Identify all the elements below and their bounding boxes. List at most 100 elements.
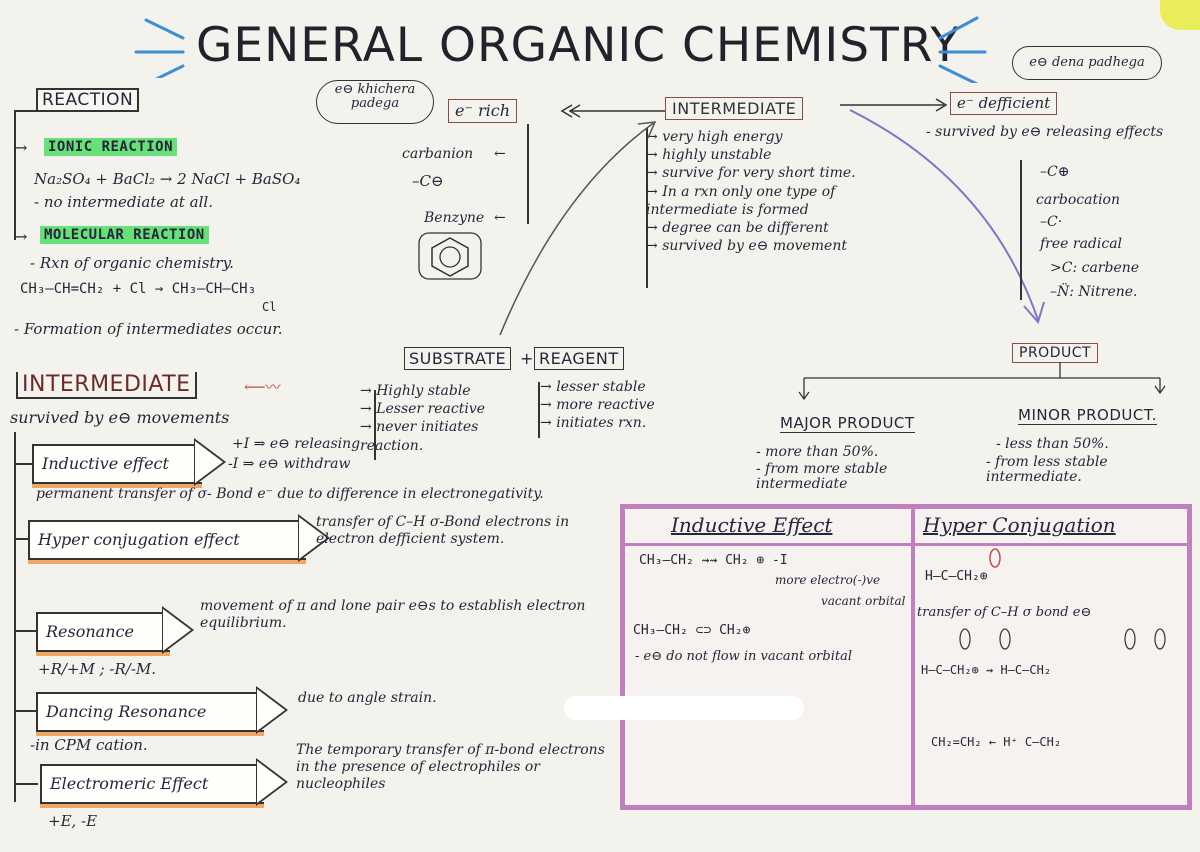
- reagent-point: lesser stable: [540, 378, 710, 396]
- ionic-reaction-label: IONIC REACTION: [44, 138, 178, 156]
- intermediate-section-label: INTERMEDIATE: [16, 372, 197, 399]
- reagent-vertical: [538, 382, 540, 438]
- substrate-points: Highly stable Lesser reactive never init…: [360, 382, 530, 455]
- major-product-point: - more than 50%.: [756, 444, 879, 460]
- inductive-eq2: CH₃–CH₂ ⊂⊃ CH₂⊕: [633, 623, 751, 638]
- major-product-label: MAJOR PRODUCT: [780, 414, 915, 433]
- table-header-divider: [625, 543, 1187, 546]
- title-decoration-left: [128, 8, 188, 86]
- e-deficient-item: carbocation: [1036, 192, 1121, 208]
- minor-product-point: - from less stable intermediate.: [986, 454, 1108, 486]
- substrate-plus: +: [520, 349, 534, 368]
- intermediate-point: degree can be different: [646, 219, 926, 237]
- molecular-equation-sub: Cl: [262, 300, 277, 314]
- reagent-point: initiates rxn.: [540, 414, 710, 432]
- formation-note: - Formation of intermediates occur.: [14, 320, 283, 338]
- cloud-right: e⊖ dena padhega: [1012, 46, 1162, 80]
- intermediate-section-arrow: ⟵〰: [244, 378, 281, 396]
- substrate-label: SUBSTRATE: [404, 347, 512, 370]
- inductive-note: - e⊖ do not flow in vacant orbital: [635, 649, 853, 664]
- inductive-label: Inductive effect: [42, 454, 169, 473]
- title-decoration-right: [935, 8, 995, 86]
- ionic-equation: Na₂SO₄ + BaCl₂ → 2 NaCl + BaSO₄: [34, 170, 301, 188]
- inductive-branch: [14, 463, 34, 465]
- comparison-table: Inductive Effect Hyper Conjugation CH₃–C…: [620, 504, 1192, 810]
- resonance-arrowhead: [162, 606, 194, 654]
- e-rich-label: e⁻ rich: [448, 99, 518, 123]
- orbital-icons-row: [955, 627, 1175, 655]
- resonance-sub: +R/+M ; -R/-M.: [38, 660, 157, 678]
- corner-highlight: [1160, 0, 1200, 30]
- e-deficient-vertical: [1020, 160, 1022, 300]
- inductive-eq1-note: more electro(-)ve: [775, 573, 881, 587]
- dancing-arrow-box: Dancing Resonance: [36, 692, 264, 732]
- cloud-left: e⊖ khichera padega: [316, 80, 434, 124]
- dancing-arrowhead: [256, 686, 288, 734]
- hyper-label: Hyper conjugation effect: [38, 530, 240, 549]
- e-deficient-item: –C·: [1040, 214, 1063, 230]
- intermediate-point: In a rxn only one type of intermediate i…: [646, 183, 926, 219]
- hyper-struct1: H–C–CH₂⊕: [925, 569, 988, 584]
- e-rich-vertical: [527, 124, 529, 224]
- inductive-arrowhead: [194, 438, 226, 486]
- intermediate-point: survived by e⊖ movement: [646, 237, 926, 255]
- inductive-arrow-box: Inductive effect: [32, 444, 202, 484]
- ionic-note: - no intermediate at all.: [34, 193, 213, 211]
- resonance-description: movement of π and lone pair e⊖s to estab…: [200, 598, 586, 631]
- dancing-label: Dancing Resonance: [46, 702, 207, 721]
- inductive-plus: +I ⇒ e⊖ releasing: [232, 436, 361, 452]
- resonance-label: Resonance: [46, 622, 134, 641]
- table-column-divider: [911, 509, 915, 805]
- inductive-minus: -I ⇒ e⊖ withdraw: [228, 456, 351, 472]
- molecular-arrow: →: [14, 227, 28, 246]
- cloud-right-text: e⊖ dena padhega: [1029, 55, 1145, 70]
- e-rich-item-carbanion: carbanion: [402, 146, 474, 162]
- minor-product-label: MINOR PRODUCT.: [1018, 406, 1158, 425]
- dancing-branch: [14, 710, 38, 712]
- hyper-branch: [14, 538, 30, 540]
- reaction-vertical-line: [14, 110, 16, 240]
- e-deficient-item: –N̈: Nitrene.: [1050, 284, 1138, 300]
- hyper-struct2: H–C–CH₂⊕ ⇝ H–C–CH₂: [921, 663, 1052, 677]
- resonance-branch: [14, 630, 38, 632]
- hyper-arrowhead: [298, 514, 330, 562]
- inductive-vacant: vacant orbital: [821, 594, 906, 608]
- hyper-transfer: transfer of C–H σ bond e⊖: [917, 605, 1092, 620]
- molecular-reaction-label: MOLECULAR REACTION: [40, 226, 209, 244]
- reaction-top-connector: [14, 110, 36, 112]
- e-deficient-item: free radical: [1040, 236, 1123, 252]
- intermediate-section-subtitle: survived by e⊖ movements: [10, 408, 230, 427]
- molecular-equation: CH₃–CH=CH₂ + Cl → CH₃–CH–CH₃: [20, 281, 257, 297]
- cloud-left-text: e⊖ khichera padega: [334, 82, 416, 112]
- intermediate-point: highly unstable: [646, 146, 926, 164]
- intermediate-point: survive for very short time.: [646, 164, 926, 182]
- major-product-point: - from more stable intermediate: [756, 461, 888, 493]
- hyper-arrow-box: Hyper conjugation effect: [28, 520, 306, 560]
- molecular-note: - Rxn of organic chemistry.: [30, 254, 234, 272]
- dancing-sub: -in CPM cation.: [30, 736, 148, 754]
- e-rich-arrow-1: ←: [494, 146, 506, 162]
- reagent-points: lesser stable more reactive initiates rx…: [540, 378, 710, 433]
- reaction-label: REACTION: [36, 88, 140, 112]
- minor-product-point: - less than 50%.: [996, 436, 1109, 452]
- electromeric-sub: +E, -E: [48, 812, 98, 830]
- redaction-bar: [564, 696, 804, 720]
- substrate-point: Lesser reactive: [360, 400, 530, 418]
- e-deficient-note: - survived by e⊖ releasing effects: [926, 124, 1164, 140]
- reagent-label: REAGENT: [534, 347, 624, 370]
- hyper-struct3: CH₂=CH₂ ← H⁺ C–CH₂: [931, 735, 1062, 749]
- table-col1-title: Inductive Effect: [671, 513, 833, 537]
- arrow-intermediate-to-e-deficient: [840, 97, 952, 112]
- ionic-arrow: →: [14, 138, 28, 157]
- table-col2-title: Hyper Conjugation: [923, 513, 1116, 537]
- electromeric-arrow-box: Electromeric Effect: [40, 764, 264, 804]
- dancing-description: due to angle strain.: [298, 690, 437, 706]
- product-label: PRODUCT: [1012, 343, 1099, 363]
- e-rich-item-benzyne: Benzyne: [424, 210, 485, 226]
- e-deficient-item: –C⊕: [1040, 164, 1070, 180]
- benzyne-ring-icon: [418, 232, 482, 280]
- electromeric-label: Electromeric Effect: [50, 774, 209, 793]
- intermediate-point: very high energy: [646, 128, 926, 146]
- e-rich-arrow-2: ←: [494, 210, 506, 226]
- e-deficient-label: e⁻ defficient: [950, 92, 1058, 115]
